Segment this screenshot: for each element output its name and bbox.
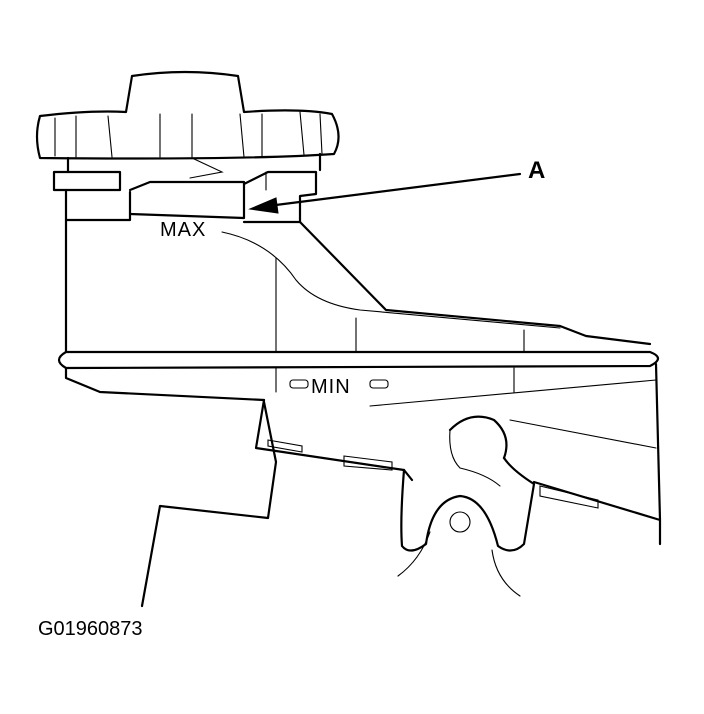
mounting-bracket — [140, 400, 278, 608]
max-mark: MAX — [160, 219, 206, 241]
mounting-hole-icon — [449, 511, 471, 533]
min-mark-group: MIN — [289, 376, 389, 398]
min-mark: MIN — [311, 376, 351, 398]
figure-code: G01960873 — [38, 618, 143, 640]
callout-arrow — [248, 172, 522, 214]
mounting-boss — [397, 415, 536, 597]
reservoir-seam — [57, 350, 660, 370]
callout-label: A — [528, 157, 545, 184]
reservoir-cap — [35, 70, 340, 179]
reservoir-neck — [52, 170, 318, 224]
reservoir-upper-body — [64, 218, 652, 354]
reservoir-lower-body — [64, 362, 662, 546]
